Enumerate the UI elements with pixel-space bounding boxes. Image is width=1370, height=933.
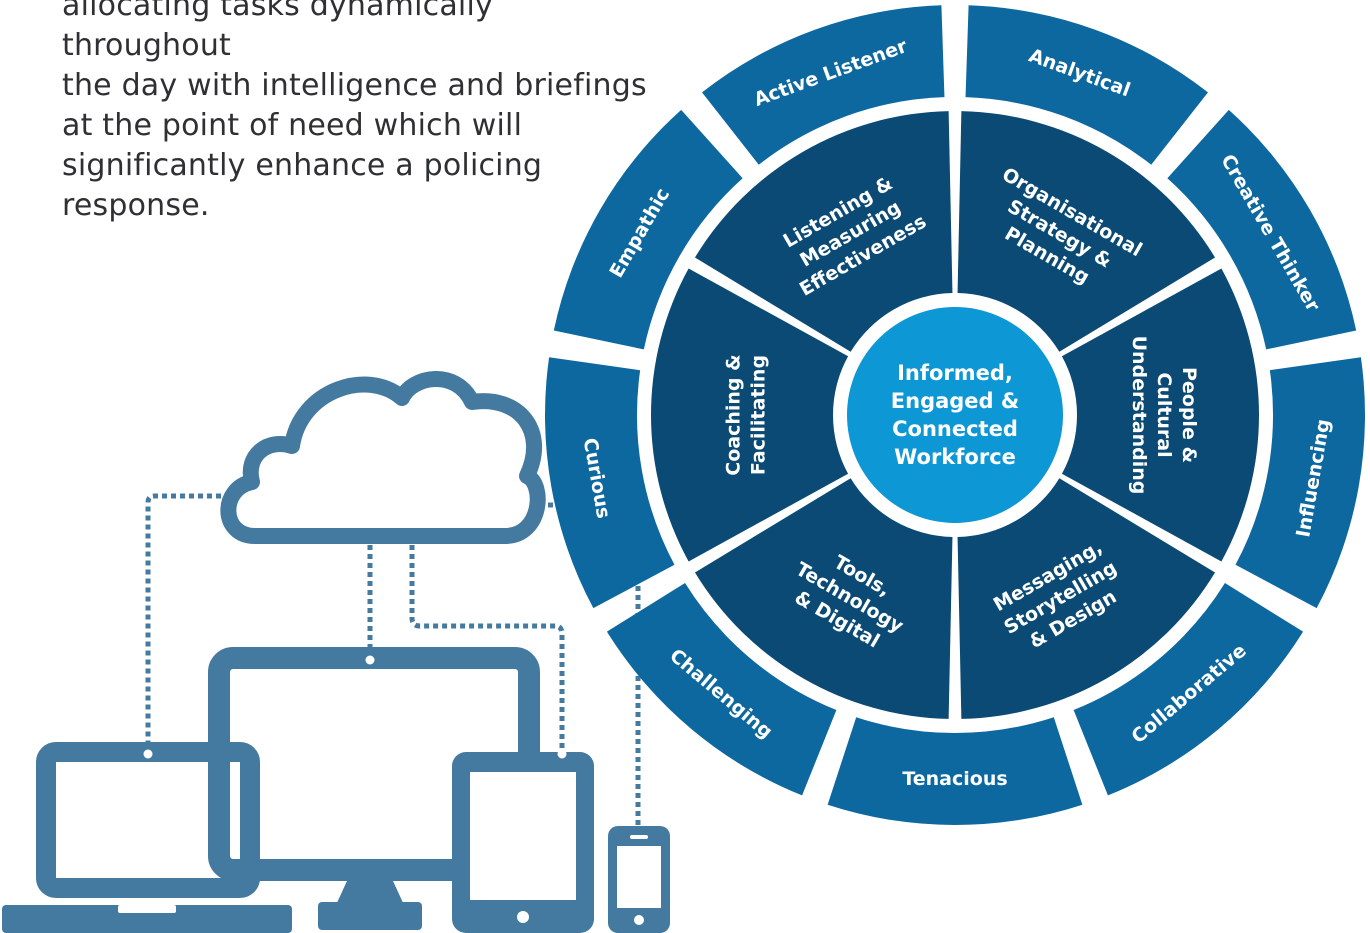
- inner-segment-line: Understanding: [1128, 336, 1150, 495]
- outer-segment-shape: [1167, 109, 1357, 350]
- outer-segment-shape: [702, 5, 945, 165]
- inner-segment: OrganisationalStrategy &Planning: [957, 111, 1216, 352]
- center-hub-line: Engaged &: [891, 389, 1019, 413]
- inner-segment-line: People &: [1178, 367, 1200, 463]
- inner-segment-shape: [957, 478, 1216, 719]
- outer-segment: Curious: [545, 357, 675, 609]
- outer-segment-shape: [553, 109, 743, 350]
- outer-segment: Active Listener: [702, 5, 945, 165]
- inner-segment: Messaging,Storytelling& Design: [957, 478, 1216, 719]
- outer-segment-shape: [1073, 583, 1304, 796]
- center-hub-line: Informed,: [897, 361, 1013, 385]
- center-hub-circle: [847, 307, 1063, 523]
- outer-segment-shape: [1235, 357, 1365, 609]
- intro-paragraph: allocating tasks dynamically throughout …: [62, 0, 647, 223]
- outer-segment-shape: [606, 583, 837, 796]
- inner-segment-shape: [957, 111, 1216, 352]
- inner-segment-shape: [694, 478, 953, 719]
- inner-segment: Listening &MeasuringEffectiveness: [694, 111, 953, 352]
- inner-segment-line: Cultural: [1153, 372, 1175, 457]
- laptop-icon: [2, 742, 292, 933]
- outer-segment-label: Tenacious: [902, 768, 1007, 790]
- inner-segment-label: People &CulturalUnderstanding: [1128, 336, 1200, 495]
- phone-icon: [608, 826, 670, 933]
- cloud-icon: [220, 371, 546, 544]
- inner-segment: People &CulturalUnderstanding: [1061, 268, 1260, 562]
- outer-segment: Challenging: [606, 583, 837, 796]
- outer-segment-shape: [827, 717, 1083, 825]
- inner-segment-shape: [694, 111, 953, 352]
- center-hub-line: Workforce: [894, 445, 1016, 469]
- inner-segment: Coaching &Facilitating: [650, 268, 849, 562]
- outer-segment: Empathic: [553, 109, 743, 350]
- outer-segment-shape: [965, 5, 1208, 165]
- inner-segment-shape: [1061, 268, 1260, 562]
- inner-segment: Tools,Technology& Digital: [694, 478, 953, 719]
- outer-segment: Influencing: [1235, 357, 1365, 609]
- tablet-icon: [452, 749, 594, 933]
- outer-segment: Tenacious: [827, 717, 1083, 825]
- center-hub-line: Connected: [892, 417, 1018, 441]
- inner-segment-label: Coaching &Facilitating: [723, 354, 770, 475]
- inner-segment-line: Coaching &: [723, 354, 745, 475]
- inner-segment-line: Facilitating: [748, 355, 770, 475]
- outer-segment: Analytical: [965, 5, 1208, 165]
- outer-segment-shape: [545, 357, 675, 609]
- inner-segment-shape: [650, 268, 849, 562]
